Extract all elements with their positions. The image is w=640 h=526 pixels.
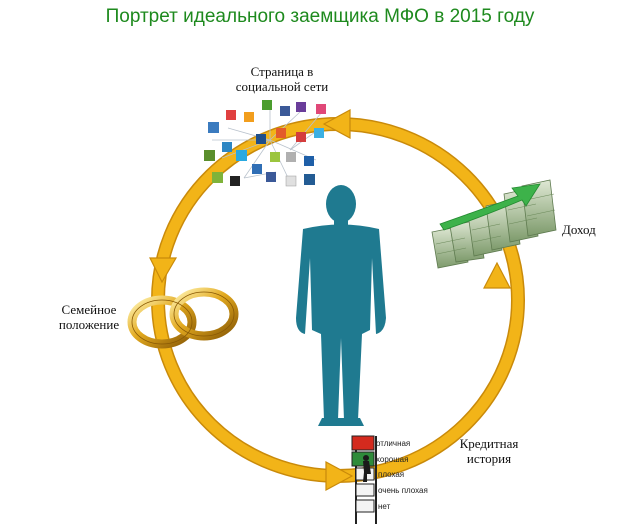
cycle-arrows: [149, 108, 511, 492]
rating-step-none: [355, 499, 375, 513]
label-family: Семейное положение: [44, 302, 134, 332]
growth-arrow-icon: [439, 183, 541, 231]
arrow-left-icon: [149, 257, 178, 284]
social-icon: [286, 152, 296, 162]
social-icon: [226, 110, 236, 120]
social-icon: [276, 128, 286, 138]
social-icon: [252, 164, 262, 174]
label-family-line2: положение: [58, 317, 120, 332]
label-social-line2: социальной сети: [235, 79, 329, 94]
social-icon: [285, 175, 297, 187]
label-credit: Кредитная история: [444, 436, 534, 466]
social-icon: [304, 156, 314, 166]
rating-label: плохая: [378, 470, 404, 479]
label-social: Страница в социальной сети: [222, 64, 342, 94]
social-icon: [230, 176, 240, 186]
social-icon: [296, 102, 306, 112]
social-icon: [314, 128, 324, 138]
climber-icon: [363, 455, 371, 482]
rating-step-very-bad: [355, 483, 375, 497]
label-income: Доход: [562, 222, 596, 237]
person-silhouette-icon: [296, 185, 386, 426]
social-icon: [204, 150, 215, 161]
social-icon: [262, 100, 272, 110]
rating-step-excellent: [351, 435, 375, 451]
social-icon: [236, 150, 247, 161]
page-title: Портрет идеального заемщика МФО в 2015 г…: [105, 6, 535, 27]
rating-label: очень плохая: [378, 486, 428, 495]
arrow-bottom-icon: [325, 460, 354, 492]
arrow-right-icon: [483, 261, 511, 289]
rating-step-good: [351, 451, 375, 467]
arrow-top-icon: [322, 108, 351, 140]
social-icon: [304, 174, 315, 185]
social-icon: [256, 134, 266, 144]
wedding-rings-icon: [127, 287, 239, 349]
rating-label: нет: [378, 502, 391, 511]
rating-label: хорошая: [376, 455, 408, 464]
label-credit-line1: Кредитная: [459, 436, 519, 451]
label-credit-line2: история: [466, 451, 512, 466]
social-icon: [208, 122, 219, 133]
social-icon: [280, 106, 290, 116]
social-icon: [266, 172, 276, 182]
social-icon: [222, 142, 232, 152]
money-stack-icon: [431, 179, 557, 269]
label-family-line1: Семейное: [61, 302, 117, 317]
social-icon: [296, 132, 306, 142]
rating-label: отличная: [376, 439, 410, 448]
social-network-icons: [204, 100, 326, 187]
social-icon: [270, 152, 280, 162]
social-icon: [316, 104, 326, 114]
credit-ladder-icon: отличная хорошая плохая очень плохая нет: [351, 435, 428, 524]
social-icon: [244, 112, 254, 122]
label-social-line1: Страница в: [250, 64, 314, 79]
social-icon: [212, 172, 223, 183]
